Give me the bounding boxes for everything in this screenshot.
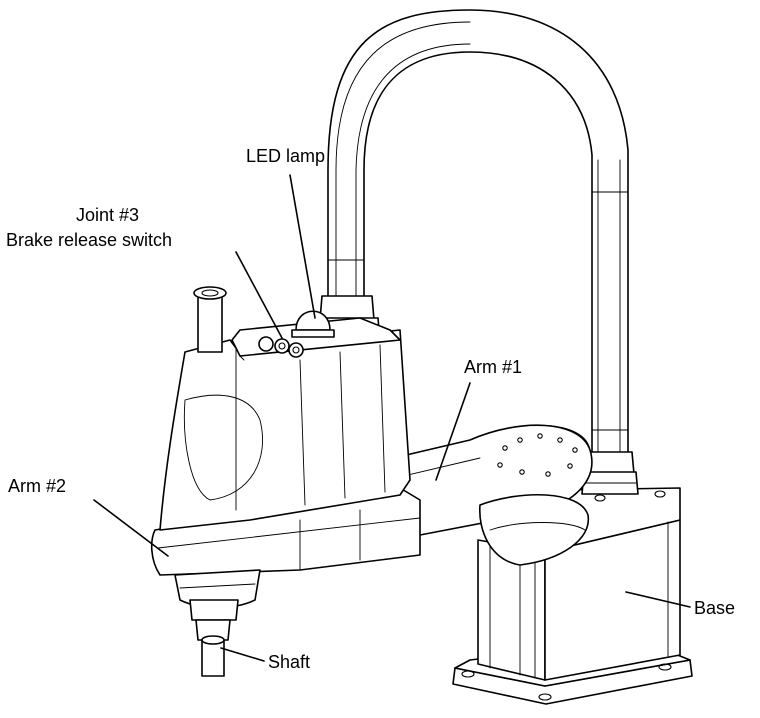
arm-2-lower — [150, 487, 421, 609]
brake-release-switch-cluster — [258, 336, 304, 358]
leader-arm-2 — [93, 499, 169, 557]
leader-led-lamp — [289, 174, 316, 319]
duct-connector-base — [581, 451, 639, 495]
label-led-lamp: LED lamp — [246, 146, 326, 166]
leader-base — [625, 591, 691, 608]
label-arm-2: Arm #2 — [8, 476, 67, 496]
label-arm-1: Arm #1 — [464, 357, 523, 377]
leader-arm-1 — [435, 382, 471, 481]
arm-2-housing — [159, 317, 411, 531]
label-joint3: Joint #3 — [76, 205, 140, 225]
cable-duct — [327, 9, 629, 461]
label-base: Base — [694, 598, 736, 618]
led-lamp-dome — [291, 310, 335, 338]
leader-shaft — [220, 647, 265, 662]
label-brake-release-switch: Brake release switch — [6, 230, 173, 250]
leader-brake-release-switch — [235, 251, 283, 339]
shaft-assembly — [189, 286, 239, 677]
label-shaft: Shaft — [268, 652, 311, 672]
